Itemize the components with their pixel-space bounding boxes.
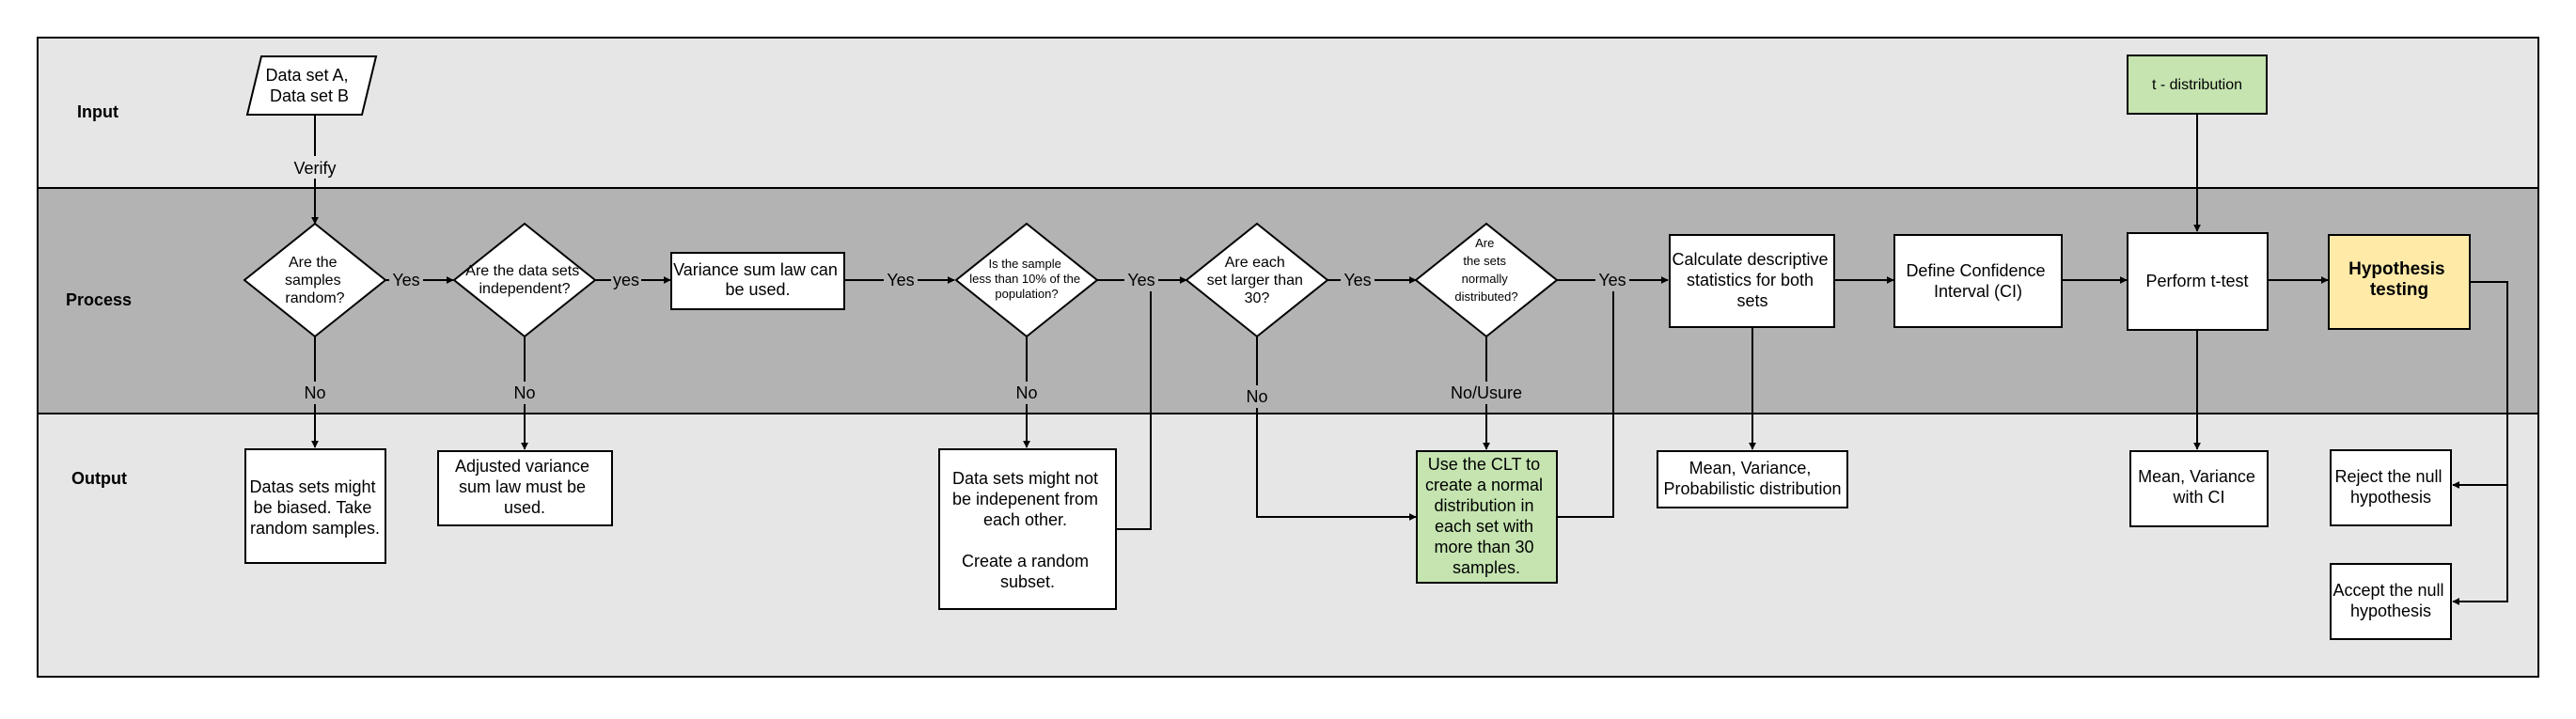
lane-label-output: Output <box>71 469 127 488</box>
node-not-independent: Data sets might not be indepenent from e… <box>938 448 1117 610</box>
node-accept-text: Accept the null hypothesis <box>2333 581 2448 620</box>
node-normal-text: Are the sets normally distributed? <box>1454 236 1517 304</box>
edge-hypothesis-accept <box>2452 485 2508 605</box>
node-define-ci-text: Define Confidence Interval (CI) <box>1906 261 2050 301</box>
node-dataset: Data set A, Data set B <box>245 55 378 116</box>
label-no-tenpercent: No <box>1015 383 1037 402</box>
node-ten-percent-text: Is the sample less than 10% of the popul… <box>969 257 1083 301</box>
node-biased-text: Datas sets might be biased. Take random … <box>249 477 380 538</box>
node-mean-var-dist: Mean, Variance, Probabilistic distributi… <box>1657 450 1848 508</box>
node-t-distribution: t - distribution <box>2127 55 2268 115</box>
edge-notindep-return <box>1116 280 1152 530</box>
edge-hypothesis-reject <box>2452 281 2508 489</box>
node-dataset-text: Data set A, Data set B <box>265 66 353 105</box>
node-reject: Reject the null hypothesis <box>2330 449 2452 526</box>
label-yes-random: Yes <box>392 271 419 289</box>
node-adjusted: Adjusted variance sum law must be used. <box>437 450 613 526</box>
node-define-ci: Define Confidence Interval (CI) <box>1893 234 2063 328</box>
edge-clt-return <box>1557 280 1614 518</box>
node-hypothesis: Hypothesis testing <box>2328 234 2471 330</box>
node-not-independent-text: Data sets might not be indepenent from e… <box>952 469 1103 591</box>
node-reject-text: Reject the null hypothesis <box>2334 467 2446 507</box>
lane-label-input: Input <box>77 102 118 121</box>
node-t-distribution-text: t - distribution <box>2152 77 2242 93</box>
node-clt: Use the CLT to create a normal distribut… <box>1416 450 1558 584</box>
node-accept: Accept the null hypothesis <box>2330 563 2452 640</box>
node-mean-var-dist-text: Mean, Variance, Probabilistic distributi… <box>1663 459 1841 498</box>
label-yes-tenpercent: Yes <box>1127 271 1154 289</box>
node-normal-diamond: Are the sets normally distributed? <box>1414 222 1559 338</box>
node-independent-text: Are the data sets independent? <box>465 263 583 297</box>
label-no-larger30: No <box>1246 387 1267 406</box>
lane-input <box>37 37 2539 189</box>
node-calc-stats: Calculate descriptive statistics for bot… <box>1669 234 1835 328</box>
node-independent-diamond: Are the data sets independent? <box>452 222 597 338</box>
node-hypothesis-text: Hypothesis testing <box>2348 259 2450 300</box>
label-no-usure: No/Usure <box>1451 383 1522 402</box>
node-mean-var-ci-text: Mean, Variance with CI <box>2138 467 2260 507</box>
node-calc-stats-text: Calculate descriptive statistics for bot… <box>1672 250 1832 310</box>
label-yes-larger30: Yes <box>1343 271 1371 289</box>
node-clt-text: Use the CLT to create a normal distribut… <box>1425 455 1547 577</box>
label-yes-variance: Yes <box>887 271 914 289</box>
node-random-diamond: Are the samples random? <box>243 222 387 338</box>
node-larger30-diamond: Are each set larger than 30? <box>1185 222 1329 338</box>
node-larger30-text: Are each set larger than 30? <box>1207 255 1308 306</box>
node-mean-var-ci: Mean, Variance with CI <box>2129 450 2269 527</box>
node-adjusted-text: Adjusted variance sum law must be used. <box>455 457 594 517</box>
node-variance-law-text: Variance sum law can be used. <box>673 260 842 299</box>
label-no-independent: No <box>513 383 535 402</box>
label-verify: Verify <box>293 159 336 178</box>
label-no-random: No <box>304 383 325 402</box>
node-t-test-text: Perform t-test <box>2145 272 2248 290</box>
node-variance-law: Variance sum law can be used. <box>670 252 845 310</box>
node-ten-percent-diamond: Is the sample less than 10% of the popul… <box>954 222 1099 338</box>
node-t-test: Perform t-test <box>2127 232 2269 331</box>
label-yes-normal: Yes <box>1598 271 1626 289</box>
lane-label-process: Process <box>66 290 132 309</box>
label-yes-independent: yes <box>613 271 639 289</box>
node-biased: Datas sets might be biased. Take random … <box>244 448 386 564</box>
node-random-text: Are the samples random? <box>285 255 345 306</box>
